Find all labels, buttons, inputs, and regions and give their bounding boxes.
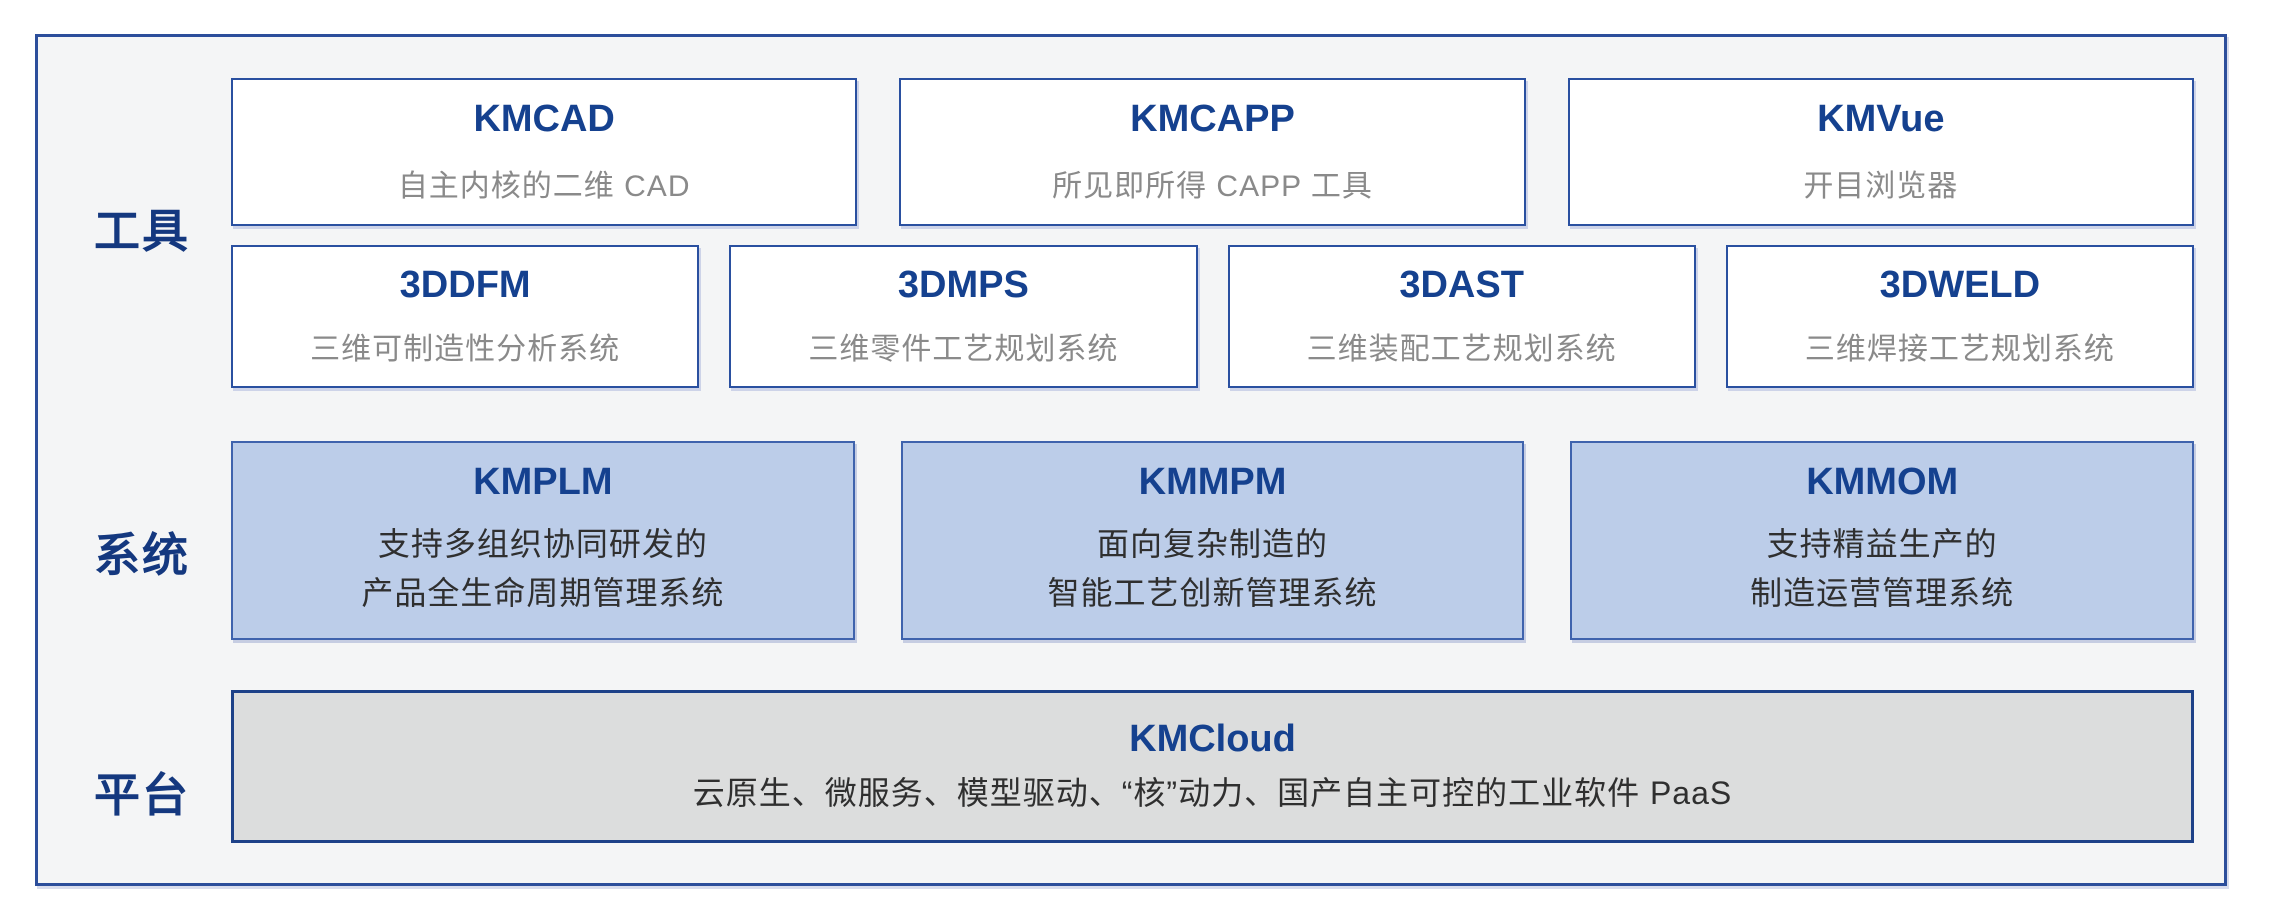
product-box-kmcloud: KMCloud 云原生、微服务、模型驱动、“核”动力、国产自主可控的工业软件 P… [231, 690, 2194, 843]
subtitle-line-1: 支持多组织协同研发的 [377, 525, 708, 562]
tier-label-platform: 平台 [94, 769, 190, 821]
product-box-3dmps: 3DMPS 三维零件工艺规划系统 [729, 245, 1198, 388]
tier-label-systems: 系统 [94, 529, 190, 581]
product-box-kmcad: KMCAD 自主内核的二维 CAD [231, 78, 858, 226]
product-title: KMCAD [473, 98, 615, 141]
product-title: KMMOM [1806, 461, 1959, 503]
subtitle-line-1: 支持精益生产的 [1766, 525, 1998, 562]
product-title: KMCloud [1129, 717, 1296, 760]
subtitle-line-2: 制造运营管理系统 [1750, 575, 2015, 612]
tools-row-1: KMCAD 自主内核的二维 CAD KMCAPP 所见即所得 CAPP 工具 K… [231, 78, 2194, 226]
product-title: 3DAST [1399, 263, 1524, 306]
product-title: KMVue [1817, 98, 1945, 141]
product-subtitle: 三维零件工艺规划系统 [808, 333, 1119, 367]
product-box-kmmpm: KMMPM 面向复杂制造的 智能工艺创新管理系统 [900, 441, 1525, 640]
systems-row: KMPLM 支持多组织协同研发的 产品全生命周期管理系统 KMMPM 面向复杂制… [231, 441, 2195, 640]
product-box-kmmom: KMMOM 支持精益生产的 制造运营管理系统 [1570, 441, 2195, 640]
subtitle-line-2: 智能工艺创新管理系统 [1047, 575, 1378, 612]
product-box-3ddfm: 3DDFM 三维可制造性分析系统 [231, 245, 700, 388]
tools-row-2: 3DDFM 三维可制造性分析系统 3DMPS 三维零件工艺规划系统 3DAST … [231, 245, 2194, 388]
product-title: 3DWELD [1879, 263, 2041, 306]
product-title: KMCAPP [1130, 98, 1295, 141]
product-subtitle: 三维焊接工艺规划系统 [1804, 333, 2115, 367]
subtitle-line-2: 产品全生命周期管理系统 [361, 575, 725, 612]
architecture-diagram-frame: 工具 系统 平台 KMCAD 自主内核的二维 CAD KMCAPP 所见即所得 … [35, 34, 2227, 886]
product-box-kmvue: KMVue 开目浏览器 [1567, 78, 2194, 226]
subtitle-line-1: 面向复杂制造的 [1097, 525, 1329, 562]
product-box-3dweld: 3DWELD 三维焊接工艺规划系统 [1725, 245, 2194, 388]
product-subtitle: 支持多组织协同研发的 产品全生命周期管理系统 [361, 520, 724, 619]
product-subtitle: 面向复杂制造的 智能工艺创新管理系统 [1048, 520, 1378, 619]
product-box-3dast: 3DAST 三维装配工艺规划系统 [1227, 245, 1696, 388]
product-subtitle: 三维装配工艺规划系统 [1306, 333, 1617, 367]
product-box-kmplm: KMPLM 支持多组织协同研发的 产品全生命周期管理系统 [231, 441, 855, 640]
platform-row: KMCloud 云原生、微服务、模型驱动、“核”动力、国产自主可控的工业软件 P… [231, 690, 2194, 843]
product-subtitle: 支持精益生产的 制造运营管理系统 [1750, 520, 2014, 619]
product-title: KMMPM [1138, 461, 1287, 503]
product-subtitle: 开目浏览器 [1803, 169, 1959, 203]
product-subtitle: 云原生、微服务、模型驱动、“核”动力、国产自主可控的工业软件 PaaS [692, 774, 1733, 811]
product-title: 3DDFM [399, 263, 531, 306]
tier-label-tools: 工具 [94, 205, 190, 257]
product-title: 3DMPS [897, 263, 1029, 306]
product-title: KMPLM [473, 461, 613, 503]
product-box-kmcapp: KMCAPP 所见即所得 CAPP 工具 [899, 78, 1526, 226]
product-subtitle: 所见即所得 CAPP 工具 [1052, 169, 1373, 203]
product-subtitle: 三维可制造性分析系统 [310, 333, 621, 367]
product-subtitle: 自主内核的二维 CAD [397, 169, 691, 203]
